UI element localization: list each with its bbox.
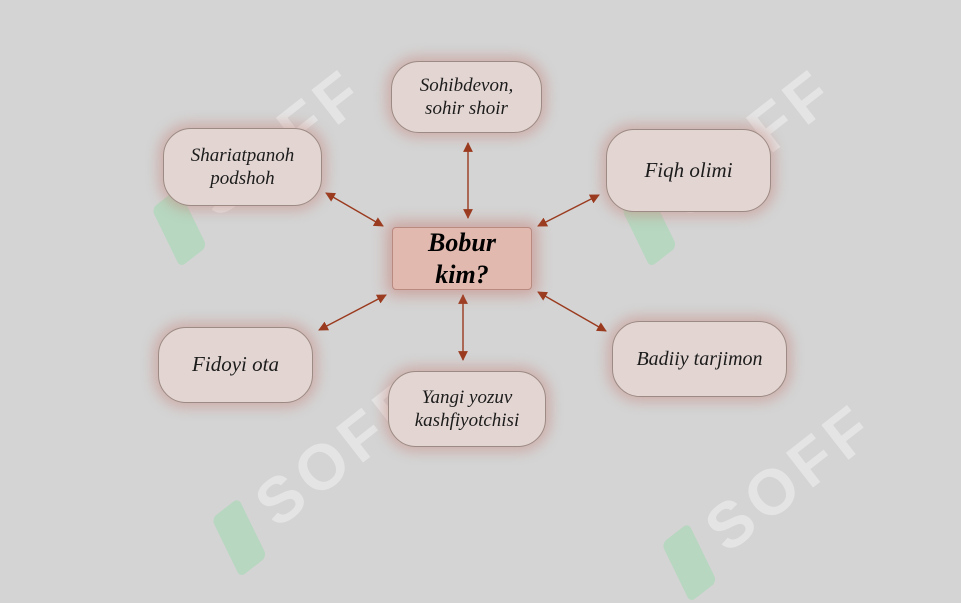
- node-shariatpanoh: Shariatpanoh podshoh: [163, 128, 322, 206]
- node-sohibdevon-label: Sohibdevon, sohir shoir: [419, 74, 514, 119]
- node-yangi-yozuv: Yangi yozuv kashfiyotchisi: [388, 371, 546, 447]
- node-fidoyi-ota-label: Fidoyi ota: [192, 352, 279, 377]
- node-badiiy-tarjimon-label: Badiiy tarjimon: [636, 347, 763, 370]
- node-badiiy-tarjimon: Badiiy tarjimon: [612, 321, 787, 397]
- arrow-center-middle-left: [318, 294, 387, 331]
- node-fidoyi-ota: Fidoyi ota: [158, 327, 313, 403]
- node-sohibdevon: Sohibdevon, sohir shoir: [391, 61, 542, 133]
- arrow-center-bottom-right: [537, 291, 607, 332]
- center-node: Bobur kim?: [392, 227, 532, 290]
- arrow-center-top-right: [537, 194, 600, 227]
- node-fiqh-olimi-label: Fiqh olimi: [644, 157, 733, 182]
- node-shariatpanoh-label: Shariatpanoh podshoh: [190, 144, 295, 189]
- arrow-center-top-left: [325, 192, 384, 227]
- node-yangi-yozuv-label: Yangi yozuv kashfiyotchisi: [414, 386, 520, 431]
- node-fiqh-olimi: Fiqh olimi: [606, 129, 771, 212]
- connector-arrows: [318, 142, 607, 361]
- center-node-label: Bobur kim?: [428, 228, 496, 289]
